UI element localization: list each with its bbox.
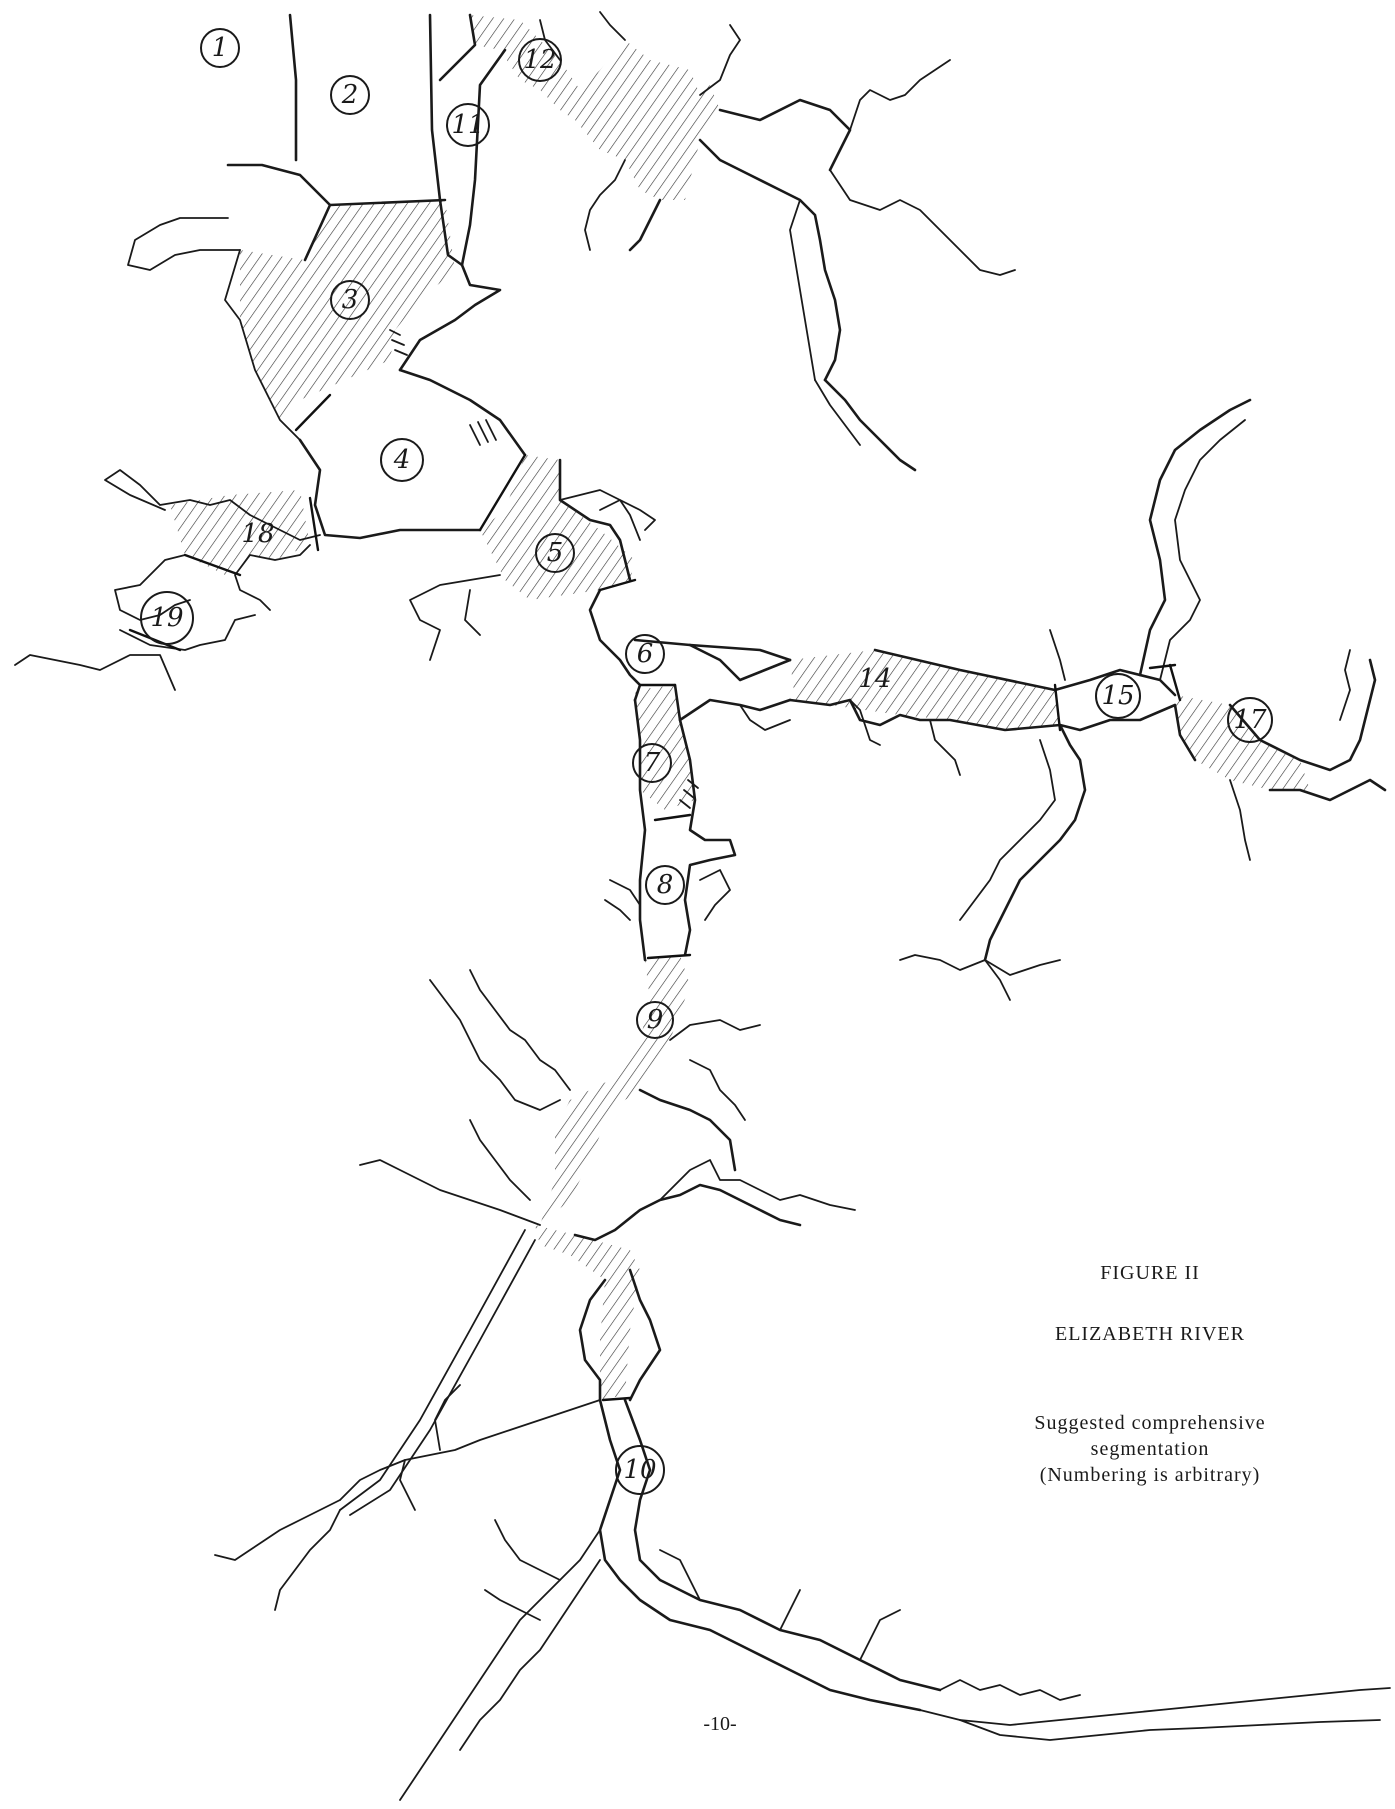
segment-12-fill <box>470 15 720 200</box>
figure-note-line-3: (Numbering is arbitrary) <box>1039 1464 1261 1486</box>
svg-text:7: 7 <box>644 748 661 778</box>
svg-text:3: 3 <box>342 285 359 315</box>
svg-text:1: 1 <box>212 33 229 63</box>
svg-text:10: 10 <box>623 1455 656 1485</box>
segment-label-12: 12 <box>518 38 562 82</box>
figure-subtitle: ELIZABETH RIVER <box>1055 1323 1245 1345</box>
svg-text:18: 18 <box>241 519 274 549</box>
svg-text:4: 4 <box>393 445 411 475</box>
segment-label-6: 6 <box>625 634 665 674</box>
segment-17-fill <box>1175 695 1310 790</box>
segment-labels: 1 2 3 4 5 6 7 8 9 10 11 12 14 15 17 18 1… <box>140 28 1273 1495</box>
segment-label-8: 8 <box>645 865 685 905</box>
svg-text:6: 6 <box>637 639 654 669</box>
svg-text:14: 14 <box>858 664 891 694</box>
svg-text:17: 17 <box>1233 705 1267 735</box>
svg-text:2: 2 <box>341 80 359 110</box>
segment-boundaries <box>128 329 1182 1402</box>
segment-label-2: 2 <box>330 75 370 115</box>
segment-label-5: 5 <box>535 533 575 573</box>
segment-label-17: 17 <box>1227 697 1273 743</box>
segment-7-fill <box>635 685 695 810</box>
svg-text:12: 12 <box>523 45 556 75</box>
svg-text:9: 9 <box>647 1005 664 1035</box>
segment-label-1: 1 <box>200 28 240 68</box>
segment-18-fill <box>170 490 310 575</box>
shorelines <box>14 11 1391 1801</box>
svg-text:15: 15 <box>1101 681 1134 711</box>
page-number: -10- <box>703 1713 737 1735</box>
segment-label-14: 14 <box>858 664 891 694</box>
svg-text:5: 5 <box>547 538 564 568</box>
segment-5-fill <box>480 455 635 600</box>
segment-3-fill <box>240 200 455 420</box>
segment-label-7: 7 <box>632 743 672 783</box>
svg-text:11: 11 <box>451 110 484 140</box>
segment-label-18: 18 <box>241 519 274 549</box>
segment-label-11: 11 <box>446 103 490 147</box>
figure-note-line-2: segmentation <box>1090 1438 1210 1460</box>
segment-label-9: 9 <box>636 1001 674 1039</box>
segment-label-4: 4 <box>380 438 424 482</box>
segment-label-3: 3 <box>330 280 370 320</box>
segment-label-19: 19 <box>140 591 194 645</box>
svg-text:19: 19 <box>150 603 183 633</box>
segment-label-15: 15 <box>1095 673 1141 719</box>
figure-note: Suggested comprehensive segmentation (Nu… <box>940 1410 1360 1488</box>
segment-channel-fill <box>535 1225 640 1400</box>
hatched-segments <box>170 15 1310 1400</box>
figure-title: FIGURE II <box>1100 1262 1200 1284</box>
figure-note-line-1: Suggested comprehensive <box>1034 1412 1266 1434</box>
segment-9-fill <box>540 955 690 1225</box>
segment-label-10: 10 <box>615 1445 665 1495</box>
svg-text:8: 8 <box>657 870 674 900</box>
segment-14-fill <box>790 650 1060 730</box>
